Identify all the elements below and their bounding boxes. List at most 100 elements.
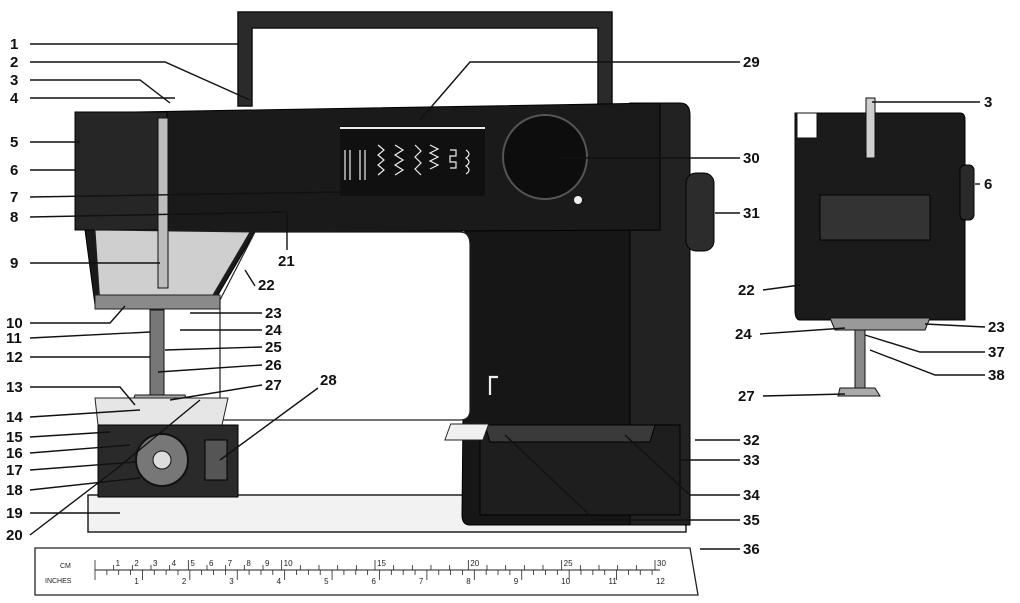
cm-number: 4: [172, 559, 177, 568]
cm-number: 2: [134, 559, 139, 568]
inch-number: 12: [656, 577, 665, 586]
callout-19: 19: [6, 505, 23, 522]
hand-wheel: [685, 172, 715, 252]
inch-number: 4: [277, 577, 282, 586]
callout-38: 38: [988, 367, 1005, 384]
callout-27-side: 27: [738, 388, 755, 405]
callout-29: 29: [743, 54, 760, 71]
callout-27: 27: [265, 377, 282, 394]
callout-22-side: 22: [738, 282, 755, 299]
take-up-lever: [157, 117, 169, 289]
cm-number: 20: [470, 559, 479, 568]
inch-number: 1: [134, 577, 139, 586]
callout-4: 4: [10, 90, 19, 107]
inch-number: 11: [609, 577, 618, 586]
callout-leaders: [29, 43, 986, 550]
inches-caption: INCHES: [45, 578, 72, 585]
cm-caption: CM: [60, 563, 71, 570]
stitch-display-panel: [340, 126, 485, 196]
callout-24-side: 24: [735, 326, 752, 343]
callout-32: 32: [743, 432, 760, 449]
left-head-cap: [74, 111, 168, 231]
callout-12: 12: [6, 349, 23, 366]
callout-18: 18: [6, 482, 23, 499]
callout-6-side: 6: [984, 176, 992, 193]
inch-number: 9: [514, 577, 519, 586]
tray-lid: [484, 424, 656, 443]
needle-bar: [149, 309, 165, 401]
callout-3-side: 3: [984, 94, 992, 111]
callout-30: 30: [743, 150, 760, 167]
callout-8: 8: [10, 209, 18, 226]
inch-number: 10: [561, 577, 570, 586]
inch-number: 7: [419, 577, 424, 586]
head-plate: [94, 294, 221, 310]
callout-17: 17: [6, 462, 23, 479]
cm-number: 8: [246, 559, 251, 568]
machine-side-view: [794, 97, 975, 397]
side-wheel: [959, 164, 975, 221]
cm-number: 10: [284, 559, 293, 568]
cm-number: 7: [228, 559, 233, 568]
callout-21: 21: [278, 253, 295, 270]
side-panel-recess: [819, 194, 931, 241]
cm-number: 9: [265, 559, 270, 568]
cm-number: 30: [657, 559, 666, 568]
callout-14: 14: [6, 409, 23, 426]
inch-number: 8: [466, 577, 471, 586]
small-lever: [488, 375, 498, 395]
callout-6: 6: [10, 162, 18, 179]
cm-number: 25: [564, 559, 573, 568]
side-bottom-plate: [829, 317, 931, 331]
tray-tab: [444, 423, 490, 441]
callout-22: 22: [258, 277, 275, 294]
callout-35: 35: [743, 512, 760, 529]
ruler-base: [34, 547, 699, 596]
callout-20: 20: [6, 527, 23, 544]
callout-31: 31: [743, 205, 760, 222]
callout-15: 15: [6, 429, 23, 446]
callout-36: 36: [743, 541, 760, 558]
cm-number: 3: [153, 559, 158, 568]
free-arm-opening: [219, 231, 471, 421]
callout-37: 37: [988, 344, 1005, 361]
carrying-handle: [237, 11, 613, 107]
callout-25: 25: [265, 339, 282, 356]
callout-24: 24: [265, 322, 282, 339]
callout-23: 23: [265, 305, 282, 322]
stitch-symbols: [344, 144, 470, 180]
inch-number: 2: [182, 577, 187, 586]
side-needle-bar: [854, 329, 866, 391]
callout-34: 34: [743, 487, 760, 504]
callout-26: 26: [265, 357, 282, 374]
cm-number: 6: [209, 559, 214, 568]
cm-number: 1: [116, 559, 121, 568]
inch-number: 5: [324, 577, 329, 586]
side-take-up-lever: [865, 97, 876, 159]
callout-5: 5: [10, 134, 18, 151]
inch-number: 6: [371, 577, 376, 586]
machine-front-view: [74, 11, 715, 533]
callout-2: 2: [10, 54, 18, 71]
accessory-slot: [204, 439, 228, 481]
callout-23-side: 23: [988, 319, 1005, 336]
side-presser-foot: [837, 387, 881, 397]
inch-number: 3: [229, 577, 234, 586]
callout-13: 13: [6, 379, 23, 396]
stitch-selector-knob: [502, 114, 588, 200]
callout-33: 33: [743, 452, 760, 469]
callout-9: 9: [10, 255, 18, 272]
cm-number: 15: [377, 559, 386, 568]
callout-28: 28: [320, 372, 337, 389]
callout-labels: 1 2 3 4 5 6 7 8 9 10 11 12 13 14 15 16 1…: [6, 36, 1005, 558]
callout-11: 11: [6, 330, 22, 347]
cm-number: 5: [190, 559, 195, 568]
callout-7: 7: [10, 189, 18, 206]
callout-16: 16: [6, 445, 23, 462]
callout-3: 3: [10, 72, 18, 89]
side-top-cap: [796, 112, 818, 139]
callout-1: 1: [10, 36, 18, 53]
